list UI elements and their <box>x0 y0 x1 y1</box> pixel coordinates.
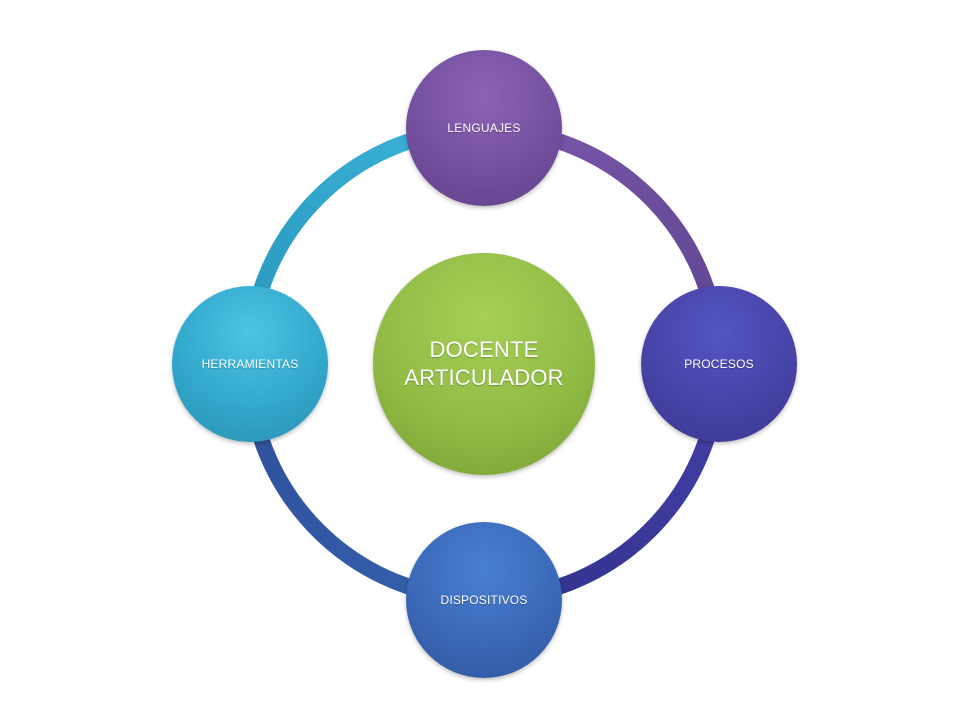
center-node-label: DOCENTE ARTICULADOR <box>404 337 564 390</box>
node-lenguajes-label: LENGUAJES <box>447 121 521 135</box>
node-procesos-label: PROCESOS <box>684 357 754 371</box>
node-lenguajes: LENGUAJES <box>406 50 562 206</box>
node-dispositivos: DISPOSITIVOS <box>406 522 562 678</box>
node-procesos: PROCESOS <box>641 286 797 442</box>
node-dispositivos-label: DISPOSITIVOS <box>440 593 528 607</box>
node-herramientas-label: HERRAMIENTAS <box>201 357 299 371</box>
center-node-docente-articulador: DOCENTE ARTICULADOR <box>373 253 595 475</box>
node-herramientas: HERRAMIENTAS <box>172 286 328 442</box>
